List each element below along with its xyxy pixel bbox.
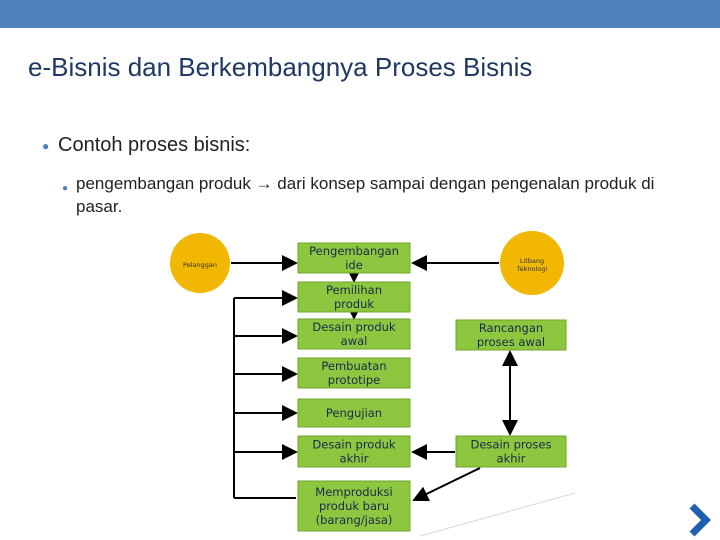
- decorative-line: [419, 492, 576, 537]
- bullet-dot-icon: ●: [62, 183, 69, 194]
- process-box-1: [455, 319, 567, 351]
- litbang-circle: [500, 231, 564, 295]
- connector-lines: [231, 255, 518, 502]
- step-box-5: [297, 398, 411, 428]
- desain-proses-to-produksi: [412, 467, 481, 502]
- bullet-level-1-text: Contoh proses bisnis:: [58, 134, 251, 156]
- bullet-level-2-text: pengembangan produk → dari konsep sampai…: [76, 174, 655, 216]
- pelanggan-label: Pelanggan: [183, 261, 217, 269]
- top-accent-bar: [0, 0, 720, 28]
- slide-title: e-Bisnis dan Berkembangnya Proses Bisnis: [28, 52, 533, 82]
- step-box-1: [297, 242, 411, 274]
- step-box-2: [297, 281, 411, 313]
- step-box-7: [297, 480, 411, 532]
- step-box-6: [297, 435, 411, 468]
- step-box-4: [297, 357, 411, 389]
- step-box-3: [297, 318, 411, 350]
- bullet-dot-icon: ●: [42, 139, 50, 153]
- pelanggan-circle: [170, 233, 230, 293]
- process-box-2: [455, 435, 567, 468]
- step-label-5: Pengujian: [326, 406, 382, 420]
- chevron-right-icon[interactable]: [688, 503, 714, 537]
